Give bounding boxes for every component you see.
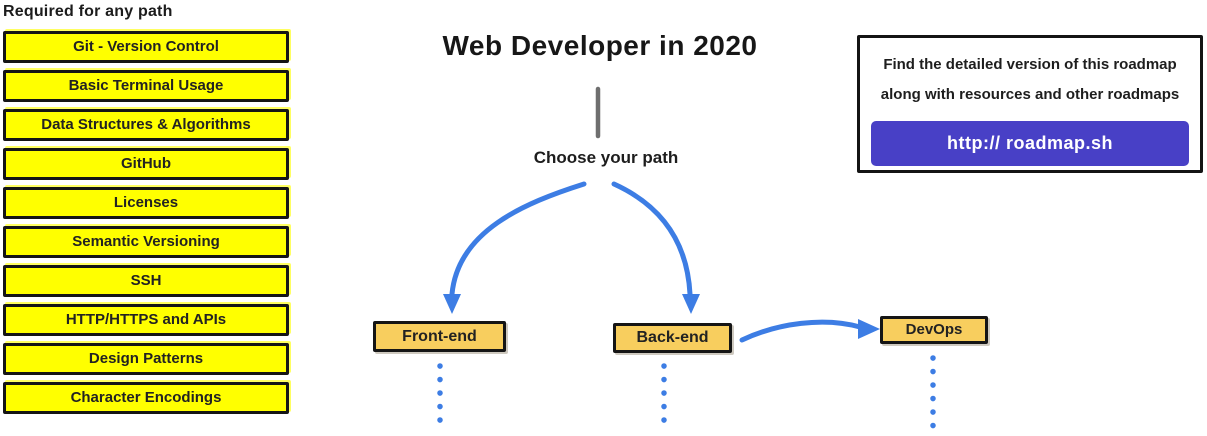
- required-section: Required for any path Git - Version Cont…: [3, 3, 289, 421]
- arrow-to-devops: [739, 319, 863, 343]
- arrowhead-devops-icon: [858, 319, 880, 339]
- required-item-github: GitHub: [3, 148, 289, 180]
- required-item-dsa: Data Structures & Algorithms: [3, 109, 289, 141]
- required-item-git: Git - Version Control: [3, 31, 289, 63]
- arrow-to-frontend: [449, 181, 587, 297]
- required-section-label: Required for any path: [3, 3, 173, 20]
- required-item-http: HTTP/HTTPS and APIs: [3, 304, 289, 336]
- required-item-encodings: Character Encodings: [3, 382, 289, 414]
- required-item-ssh: SSH: [3, 265, 289, 297]
- roadmap-url-button[interactable]: http:// roadmap.sh: [871, 121, 1189, 166]
- arrow-to-backend: [611, 181, 693, 297]
- path-box-backend: Back-end: [613, 323, 732, 353]
- info-box: Find the detailed version of this roadma…: [857, 35, 1203, 173]
- arrowhead-frontend-icon: [443, 294, 461, 314]
- info-text-line2: along with resources and other roadmaps: [880, 86, 1180, 103]
- page-title: Web Developer in 2020: [442, 30, 758, 61]
- required-item-licenses: Licenses: [3, 187, 289, 219]
- required-item-terminal: Basic Terminal Usage: [3, 70, 289, 102]
- info-text: Find the detailed version of this roadma…: [860, 38, 1200, 110]
- required-item-semver: Semantic Versioning: [3, 226, 289, 258]
- path-box-devops: DevOps: [880, 316, 988, 344]
- required-item-design-patterns: Design Patterns: [3, 343, 289, 375]
- arrowhead-backend-icon: [682, 294, 700, 314]
- path-box-frontend: Front-end: [373, 321, 506, 352]
- info-text-line1: Find the detailed version of this roadma…: [883, 56, 1177, 73]
- choose-path-label: Choose your path: [533, 148, 679, 167]
